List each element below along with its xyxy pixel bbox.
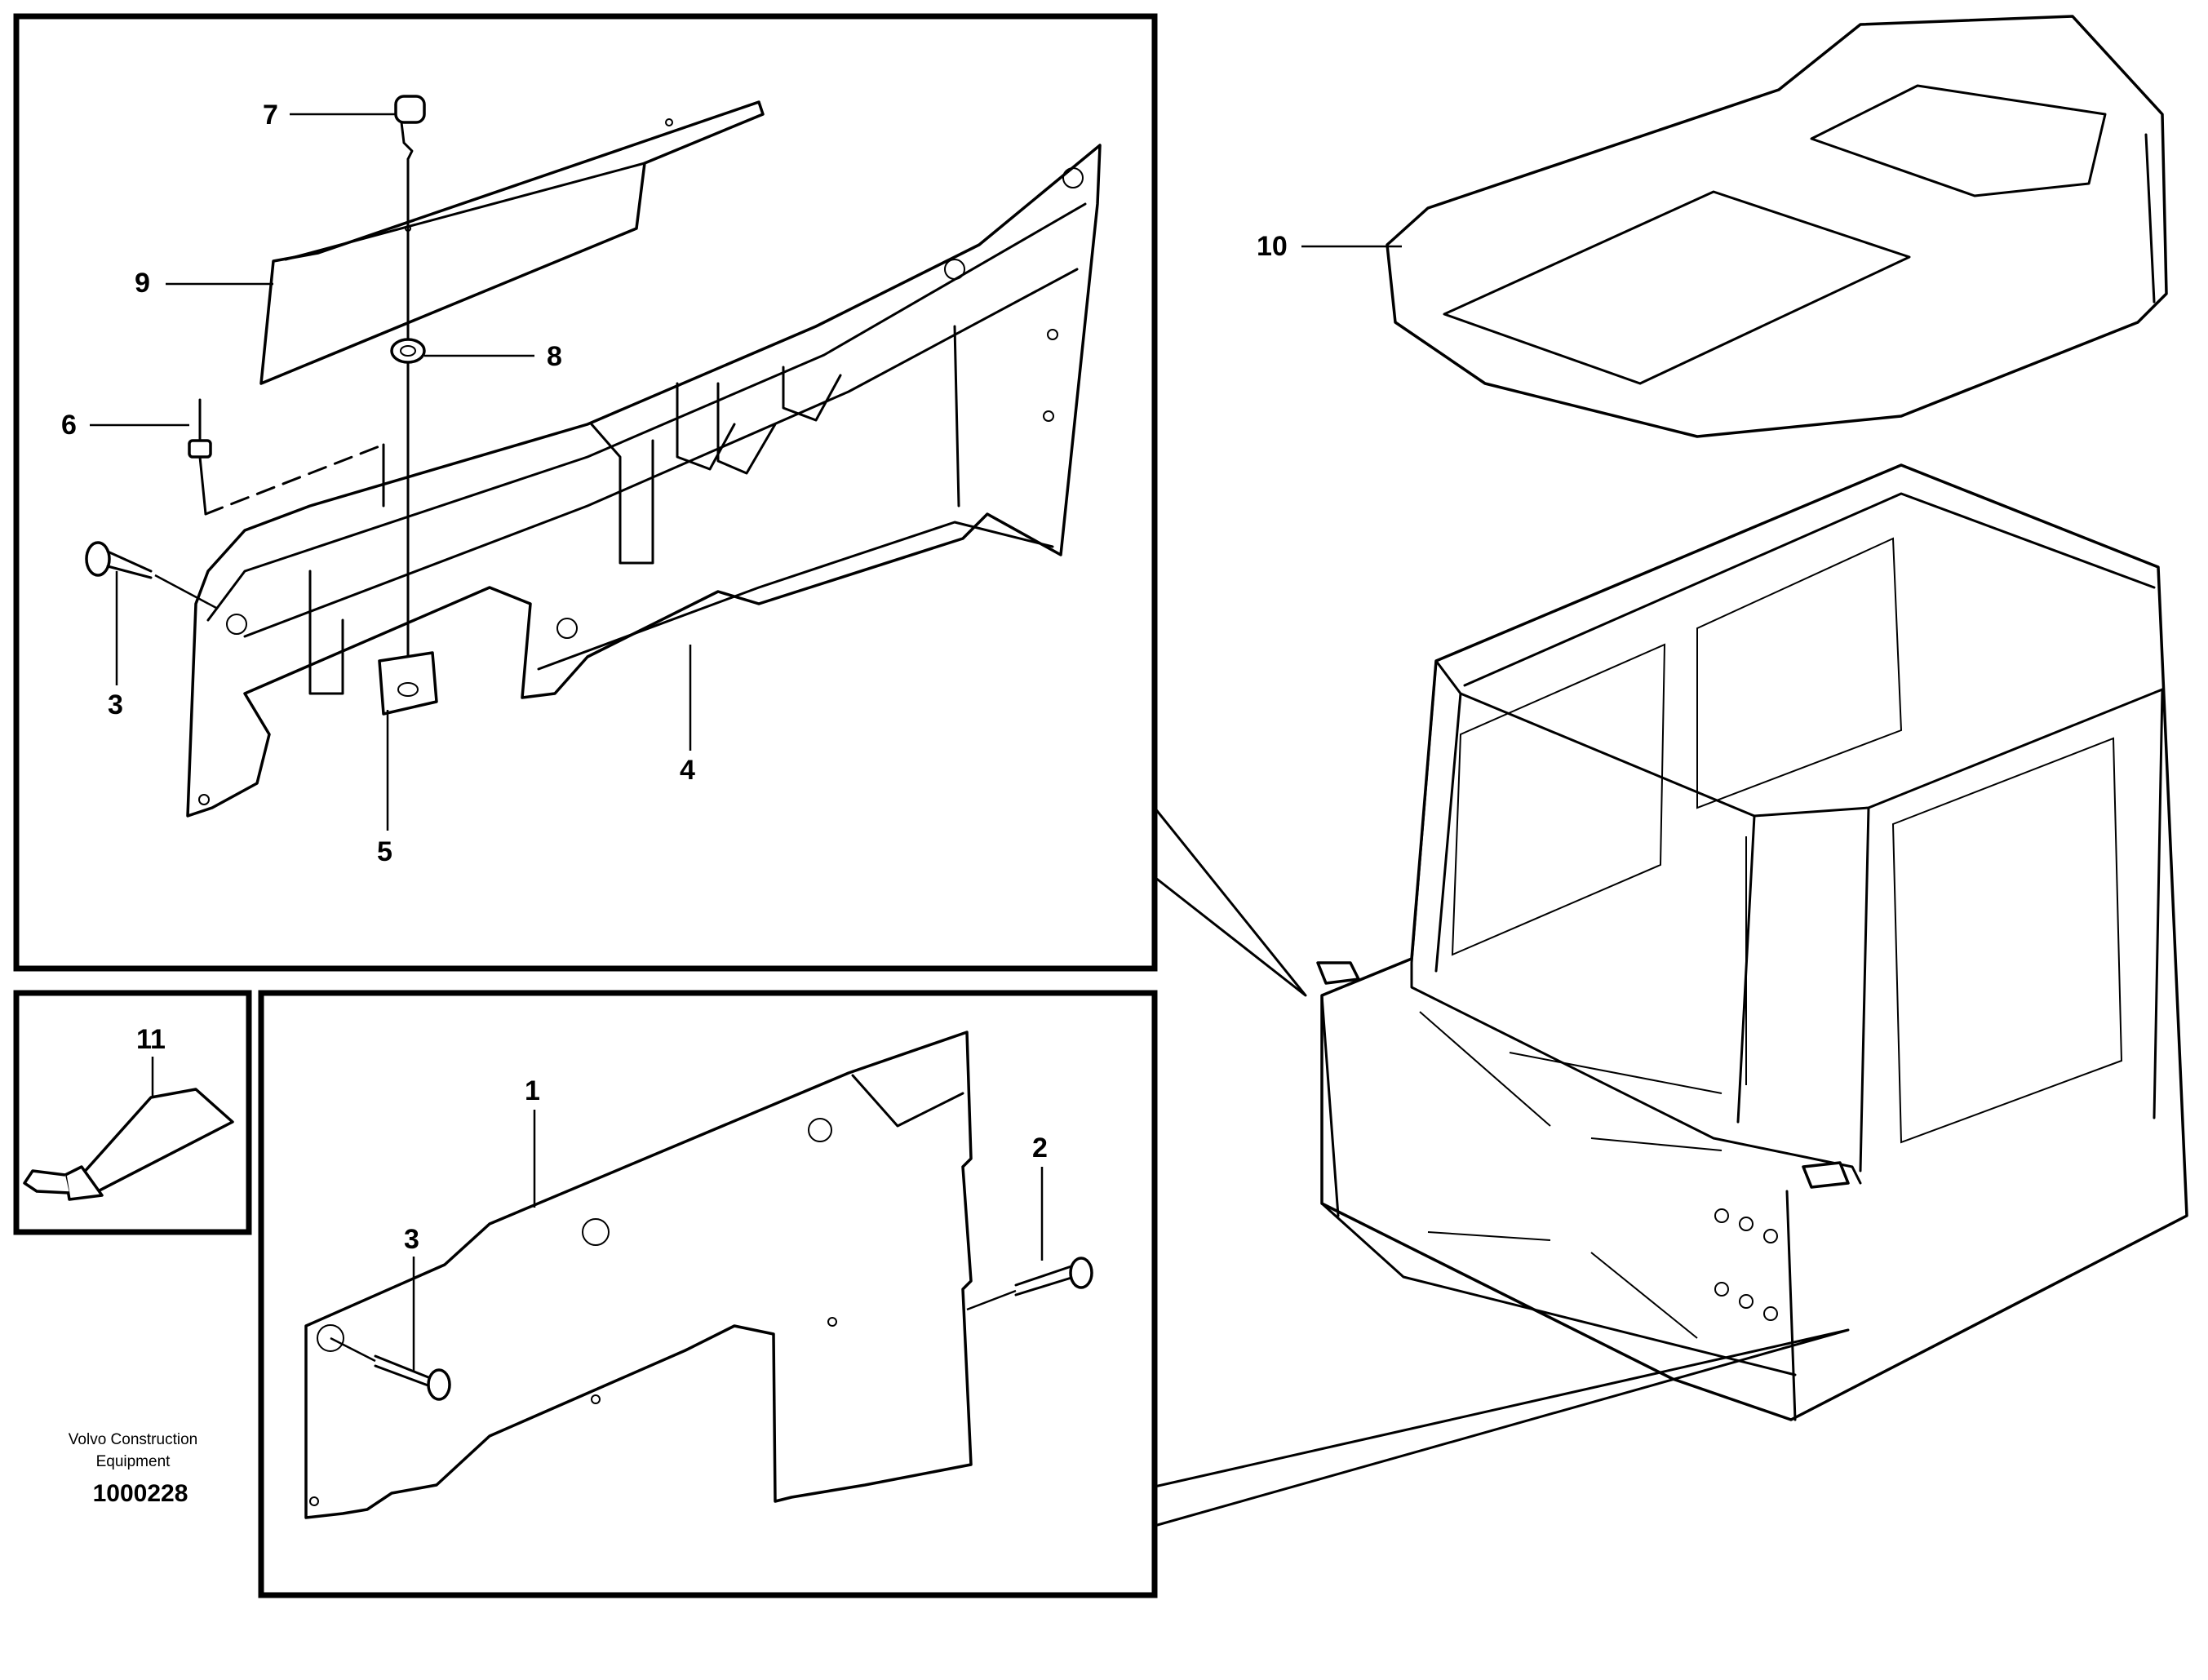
drawing-caption: Volvo Construction Equipment 1000228 [69, 1431, 197, 1507]
upper-detail-frame [13, 13, 1158, 972]
screw-part-3-upper [85, 541, 217, 609]
upper-callouts: 7 9 8 6 3 5 4 [61, 100, 695, 867]
callout-6: 6 [61, 410, 77, 441]
grommet-part-8 [390, 338, 426, 695]
rivet-part-6 [188, 398, 385, 516]
roof-panel-part-10 [1386, 15, 2168, 438]
callout-8: 8 [547, 341, 562, 372]
callout-11: 11 [136, 1024, 166, 1055]
callout-7: 7 [263, 100, 278, 131]
lower-detail-panel: 1 3 2 [258, 990, 1158, 1598]
sealant-tube-part-11 [23, 1088, 234, 1201]
sealant-detail-frame [13, 990, 252, 1235]
manufacturer-line-1: Volvo Construction [69, 1431, 197, 1448]
callout-4: 4 [680, 755, 695, 786]
manufacturer-line-2: Equipment [96, 1453, 171, 1470]
upper-detail-panel: 7 9 8 6 3 5 4 [13, 13, 1158, 972]
trim-strip-part-9 [259, 100, 765, 385]
callout-9: 9 [135, 268, 150, 299]
side-panel-part-1 [304, 1031, 973, 1519]
callout-5: 5 [377, 836, 392, 867]
callout-3-upper: 3 [108, 689, 123, 720]
callout-2: 2 [1032, 1133, 1048, 1164]
screw-part-3-lower [330, 1336, 451, 1401]
push-rivet-part-7 [394, 95, 426, 352]
callout-1: 1 [525, 1075, 540, 1106]
dash-panel-part-4 [186, 144, 1102, 818]
clip-nut-part-5 [378, 651, 438, 716]
callout-3-lower: 3 [404, 1224, 419, 1255]
upper-detail-pointer [1153, 806, 1307, 997]
sealant-detail-panel: 11 [13, 990, 252, 1235]
drawing-number: 1000228 [93, 1480, 188, 1507]
lower-detail-frame [258, 990, 1158, 1598]
cab-assembly: 10 [1153, 15, 2188, 1527]
cab-body [1316, 463, 2188, 1421]
callout-10: 10 [1257, 231, 1288, 262]
lower-detail-pointer [1153, 1328, 1850, 1527]
screw-part-2 [966, 1257, 1093, 1311]
